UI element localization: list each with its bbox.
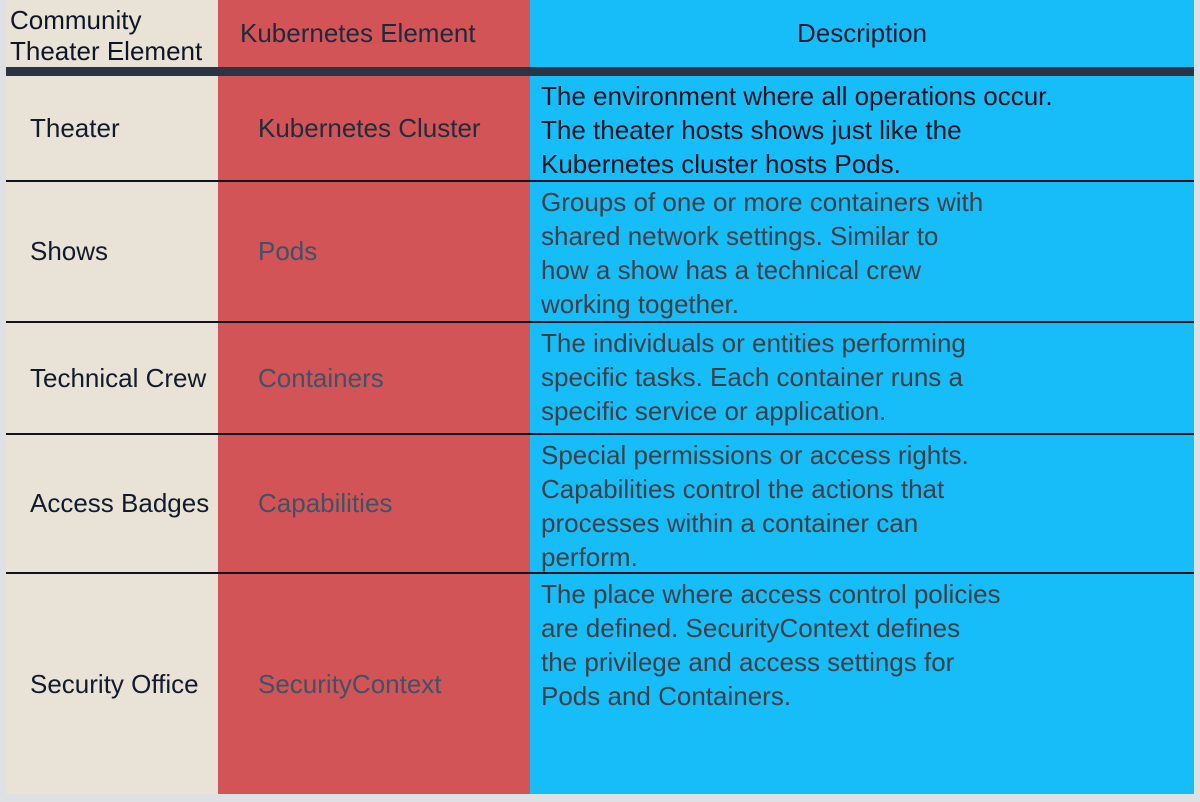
cell-description-capabilities: Special permissions or access rights. Ca… bbox=[530, 433, 1194, 572]
cell-securitycontext: SecurityContext bbox=[218, 572, 530, 794]
column-header-kubernetes-element: Kubernetes Element bbox=[218, 0, 530, 67]
cell-shows: Shows bbox=[6, 180, 218, 321]
cell-technical-crew: Technical Crew bbox=[6, 321, 218, 433]
cell-capabilities: Capabilities bbox=[218, 433, 530, 572]
cell-access-badges: Access Badges bbox=[6, 433, 218, 572]
column-header-description: Description bbox=[530, 0, 1194, 67]
cell-theater: Theater bbox=[6, 76, 218, 180]
cell-description-cluster: The environment where all operations occ… bbox=[530, 76, 1194, 180]
cell-description-containers: The individuals or entities performing s… bbox=[530, 321, 1194, 433]
column-header-community-theater-element: Community Theater Element bbox=[6, 0, 218, 67]
cell-pods: Pods bbox=[218, 180, 530, 321]
comparison-table: Community Theater Element Kubernetes Ele… bbox=[6, 0, 1194, 794]
cell-description-pods: Groups of one or more containers with sh… bbox=[530, 180, 1194, 321]
cell-containers: Containers bbox=[218, 321, 530, 433]
cell-security-office: Security Office bbox=[6, 572, 218, 794]
cell-kubernetes-cluster: Kubernetes Cluster bbox=[218, 76, 530, 180]
cell-description-securitycontext: The place where access control policies … bbox=[530, 572, 1194, 794]
header-divider-bar bbox=[6, 67, 1194, 76]
